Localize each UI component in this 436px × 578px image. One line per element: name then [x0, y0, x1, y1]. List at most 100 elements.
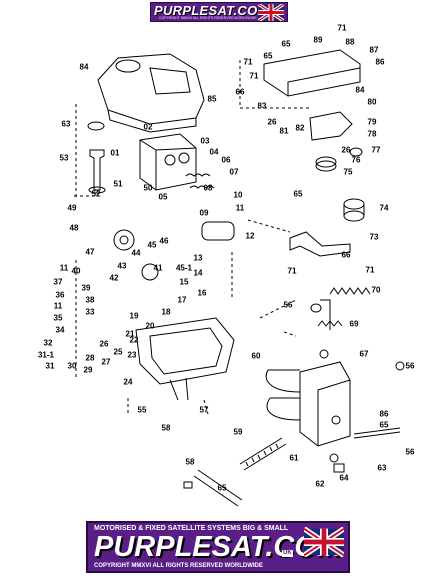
part-label-71b: 71	[244, 58, 253, 67]
part-label-79: 79	[368, 118, 377, 127]
part-label-85: 85	[208, 95, 217, 104]
part-label-13: 13	[194, 254, 203, 263]
part-label-66: 66	[236, 88, 245, 97]
part-label-65d: 65	[380, 421, 389, 430]
part-label-22: 22	[130, 336, 139, 345]
part-label-20: 20	[146, 322, 155, 331]
part-label-08: 08	[204, 184, 213, 193]
part-label-21: 21	[126, 330, 135, 339]
top-mount-bracket	[263, 49, 361, 97]
part-label-06: 06	[222, 156, 231, 165]
part-label-26: 26	[100, 340, 109, 349]
part-label-41: 41	[154, 264, 163, 273]
part-label-71e: 71	[288, 267, 297, 276]
motor-block-80	[309, 111, 353, 141]
part-label-86b: 86	[380, 410, 389, 419]
part-label-25: 25	[114, 348, 123, 357]
part-label-57: 57	[200, 406, 209, 415]
part-label-16: 16	[198, 289, 207, 298]
bottom-logo-title: PURPLESAT.COM	[94, 531, 342, 563]
cylinder-74	[343, 198, 365, 210]
union-jack-flag-icon	[304, 527, 344, 557]
bottom-logo-copyright: COPYRIGHT MMXVI ALL RIGHTS RESERVED WORL…	[94, 563, 263, 569]
part-label-63: 63	[378, 464, 387, 473]
part-label-89: 89	[314, 36, 323, 45]
gear-housing-block	[139, 133, 197, 191]
part-label-11b: 11	[60, 264, 69, 273]
part-label-51: 51	[114, 180, 123, 189]
part-label-07: 07	[230, 168, 239, 177]
drive-shaft-53	[89, 149, 105, 191]
part-label-66b: 66	[342, 251, 351, 260]
part-label-47: 47	[86, 248, 95, 257]
bottom-logo-tagline: MOTORISED & FIXED SATELLITE SYSTEMS BIG …	[94, 525, 289, 532]
part-label-45: 45	[148, 241, 157, 250]
part-label-28: 28	[86, 354, 95, 363]
part-label-65e: 65	[218, 484, 227, 493]
part-label-61: 61	[290, 454, 299, 463]
part-label-65c: 65	[294, 190, 303, 199]
ring-75	[315, 160, 337, 172]
part-label-74: 74	[380, 204, 389, 213]
part-label-60: 60	[252, 352, 261, 361]
part-label-09: 09	[200, 209, 209, 218]
part-label-67: 67	[360, 350, 369, 359]
part-label-43: 43	[118, 262, 127, 271]
spring-70	[329, 287, 371, 295]
part-label-24: 24	[124, 378, 133, 387]
part-label-29: 29	[84, 366, 93, 375]
part-label-23: 23	[128, 351, 137, 360]
threaded-rod-59	[239, 437, 287, 471]
part-label-31-1: 31-1	[38, 351, 55, 360]
top-logo-title: PURPLESAT.COM	[154, 3, 269, 18]
part-label-65b: 65	[264, 52, 273, 61]
part-label-05: 05	[159, 193, 168, 202]
part-label-70: 70	[372, 286, 381, 295]
part-label-38: 38	[86, 296, 95, 305]
part-label-18: 18	[162, 308, 171, 317]
part-label-30: 30	[68, 362, 77, 371]
part-label-78: 78	[368, 130, 377, 139]
part-label-11c: 11	[54, 302, 63, 311]
part-label-27: 27	[102, 358, 111, 367]
part-label-50: 50	[144, 184, 153, 193]
union-jack-flag-icon	[258, 4, 284, 21]
part-label-71c: 71	[250, 72, 259, 81]
part-label-65: 65	[282, 40, 291, 49]
lower-mount-bracket-61	[299, 361, 351, 447]
part-label-15: 15	[180, 278, 189, 287]
part-label-56b: 56	[406, 362, 415, 371]
part-label-84: 84	[80, 63, 89, 72]
dc-motor-12	[201, 221, 235, 241]
part-label-56c: 56	[406, 448, 415, 457]
part-label-49: 49	[68, 204, 77, 213]
part-label-84: 84	[356, 86, 365, 95]
rod-65	[193, 469, 243, 507]
part-label-63: 63	[62, 120, 71, 129]
part-label-83: 83	[258, 102, 267, 111]
part-label-11: 11	[236, 204, 245, 213]
part-label-32: 32	[44, 339, 53, 348]
part-label-52: 52	[92, 190, 101, 199]
part-label-53: 53	[60, 154, 69, 163]
part-label-37: 37	[54, 278, 63, 287]
part-label-87: 87	[370, 46, 379, 55]
part-label-44: 44	[132, 249, 141, 258]
part-label-33: 33	[86, 308, 95, 317]
bottom-logo-uk-badge: UK	[282, 550, 293, 557]
part-label-64: 64	[340, 474, 349, 483]
ring-63	[87, 121, 105, 131]
part-label-80: 80	[368, 98, 377, 107]
part-label-71d: 71	[366, 266, 375, 275]
part-label-02: 02	[144, 123, 153, 132]
part-label-73: 73	[370, 233, 379, 242]
part-label-19: 19	[130, 312, 139, 321]
part-label-01: 01	[111, 149, 120, 158]
top-logo-banner: PURPLESAT.COM COPYRIGHT MMXVI ALL RIGHTS…	[150, 2, 288, 22]
part-label-56: 56	[284, 301, 293, 310]
part-label-81: 81	[280, 127, 289, 136]
part-label-36: 36	[56, 291, 65, 300]
part-label-88: 88	[346, 38, 355, 47]
part-label-86: 86	[376, 58, 385, 67]
part-label-35: 35	[54, 314, 63, 323]
